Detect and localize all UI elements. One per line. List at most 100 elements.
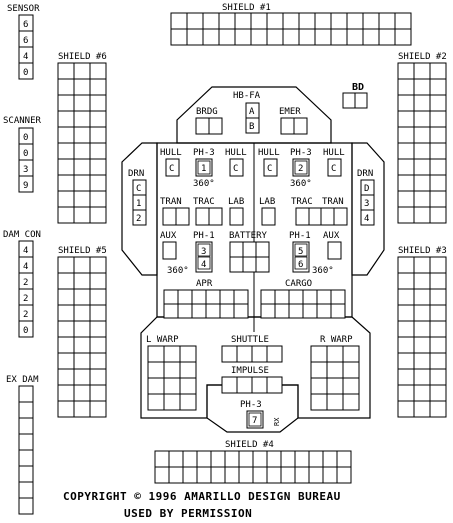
shield-1-box[interactable] [170, 12, 188, 30]
apr-box[interactable] [219, 303, 235, 319]
left-warp-box[interactable] [147, 377, 165, 395]
impulse-box[interactable] [236, 376, 253, 394]
shield-6-box[interactable] [73, 78, 91, 96]
left-warp-box[interactable] [147, 361, 165, 379]
shield-4-box[interactable] [322, 466, 338, 484]
excess-damage-box[interactable] [18, 449, 34, 467]
shield-4-box[interactable] [196, 466, 212, 484]
shield-6-box[interactable] [73, 126, 91, 144]
shield-3-box[interactable] [413, 384, 431, 402]
shield-6-box[interactable] [89, 158, 107, 176]
shield-4[interactable]: SHIELD #4 [154, 440, 352, 484]
shield-1-box[interactable] [250, 12, 268, 30]
shield-3-box[interactable] [397, 400, 415, 418]
shield-3-box[interactable] [397, 368, 415, 386]
shield-3-box[interactable] [429, 272, 447, 290]
shield-4-box[interactable] [294, 466, 310, 484]
battery-box[interactable] [255, 256, 270, 273]
shield-1-box[interactable] [330, 28, 348, 46]
lab-box[interactable] [261, 207, 276, 226]
bd-boxes[interactable]: BD [342, 82, 368, 109]
shield-2-box[interactable] [429, 78, 447, 96]
right-warp-box[interactable] [342, 345, 360, 363]
apr-box[interactable] [205, 303, 221, 319]
shield-6-box[interactable] [89, 110, 107, 128]
shield-5-box[interactable] [57, 368, 75, 386]
shield-2-box[interactable] [397, 190, 415, 208]
shield-1-box[interactable] [394, 12, 412, 30]
shield-2-box[interactable] [397, 206, 415, 224]
left-warp-box[interactable] [163, 361, 181, 379]
shield-5-box[interactable] [89, 288, 107, 306]
shield-2-box[interactable] [413, 206, 431, 224]
excess-damage-box[interactable] [18, 481, 34, 499]
battery-box[interactable] [242, 256, 257, 273]
shield-5-box[interactable] [57, 320, 75, 338]
shield-6-box[interactable] [73, 158, 91, 176]
right-warp-box[interactable] [326, 377, 344, 395]
battery-box[interactable] [229, 241, 244, 258]
shield-2-box[interactable] [397, 126, 415, 144]
shield-2-box[interactable] [397, 110, 415, 128]
shield-3-box[interactable] [429, 256, 447, 274]
battery-box[interactable] [242, 241, 257, 258]
shield-5-box[interactable] [73, 304, 91, 322]
cargo-box[interactable] [302, 303, 318, 319]
shield-5-box[interactable] [73, 288, 91, 306]
excess-damage-track[interactable]: EX DAM [6, 375, 39, 515]
hull-box[interactable] [165, 158, 180, 177]
shield-1-box[interactable] [330, 12, 348, 30]
shield-2-box[interactable] [413, 190, 431, 208]
shield-6-box[interactable] [89, 142, 107, 160]
shield-6-box[interactable] [57, 94, 75, 112]
shield-5-box[interactable] [89, 272, 107, 290]
shield-5[interactable]: SHIELD #5 [57, 246, 107, 418]
shield-4-box[interactable] [210, 450, 226, 468]
emer-box[interactable] [293, 117, 308, 135]
shield-5-box[interactable] [89, 304, 107, 322]
shield-6-box[interactable] [57, 190, 75, 208]
apr-box[interactable] [205, 289, 221, 305]
shield-2-box[interactable] [429, 158, 447, 176]
shield-3-box[interactable] [413, 320, 431, 338]
shield-5-box[interactable] [89, 256, 107, 274]
shield-4-box[interactable] [322, 450, 338, 468]
shield-5-box[interactable] [89, 352, 107, 370]
shield-5-box[interactable] [73, 368, 91, 386]
shield-4-box[interactable] [266, 450, 282, 468]
shield-4-box[interactable] [266, 466, 282, 484]
shield-2[interactable]: SHIELD #2 [397, 52, 447, 224]
left-warp-box[interactable] [179, 377, 197, 395]
shield-3-box[interactable] [429, 336, 447, 354]
impulse-box[interactable] [251, 376, 268, 394]
shield-3-box[interactable] [413, 272, 431, 290]
shield-2-box[interactable] [429, 62, 447, 80]
shield-6-box[interactable] [57, 126, 75, 144]
apr-box[interactable] [191, 303, 207, 319]
hull-box[interactable] [229, 158, 244, 177]
right-warp-box[interactable] [310, 377, 328, 395]
shield-2-box[interactable] [397, 94, 415, 112]
shield-3-box[interactable] [413, 352, 431, 370]
shield-4-box[interactable] [196, 450, 212, 468]
right-warp-box[interactable] [342, 361, 360, 379]
excess-damage-box[interactable] [18, 417, 34, 435]
right-warp-box[interactable] [310, 361, 328, 379]
shield-3-box[interactable] [397, 272, 415, 290]
ph1-weapon-6[interactable] [294, 256, 308, 270]
shield-6-box[interactable] [89, 94, 107, 112]
shield-5-box[interactable] [73, 272, 91, 290]
shield-3-box[interactable] [397, 352, 415, 370]
right-warp-engine[interactable]: R WARP [310, 335, 360, 411]
shield-3-box[interactable] [413, 256, 431, 274]
excess-damage-box[interactable] [18, 385, 34, 403]
shield-5-box[interactable] [57, 288, 75, 306]
shield-4-box[interactable] [280, 466, 296, 484]
trac-box[interactable] [295, 207, 310, 226]
left-warp-engine[interactable]: L WARP [146, 335, 197, 411]
cargo-box[interactable] [274, 289, 290, 305]
shield-4-box[interactable] [154, 466, 170, 484]
shield-4-box[interactable] [182, 450, 198, 468]
shield-6-box[interactable] [57, 110, 75, 128]
scanner-box[interactable] [18, 175, 34, 193]
